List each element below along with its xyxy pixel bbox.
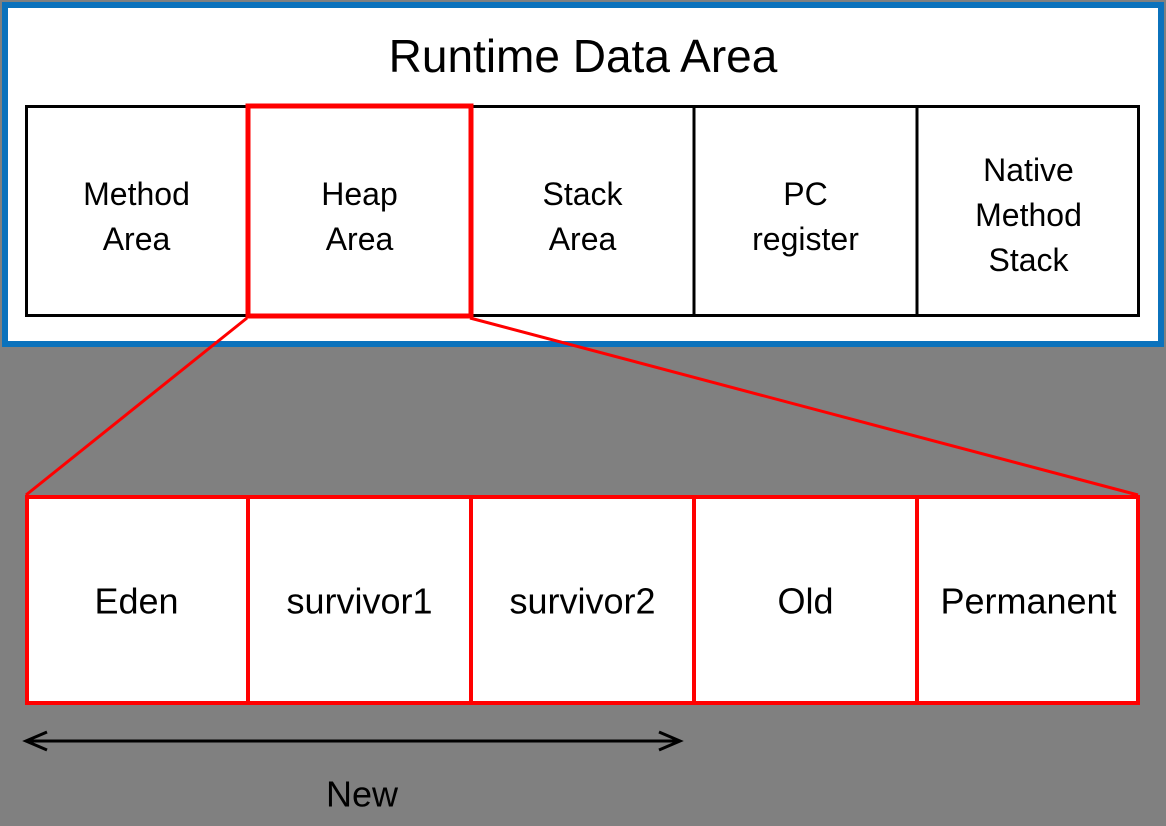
runtime-box-heap-area: Heap Area bbox=[321, 176, 398, 257]
runtime-box-method-area: Method Area bbox=[83, 176, 190, 257]
pc-register-label-line2: register bbox=[752, 221, 859, 257]
runtime-box-stack-area: Stack Area bbox=[542, 176, 623, 257]
new-generation-label: New bbox=[326, 774, 399, 815]
heap-detail-outer-border bbox=[25, 495, 1140, 705]
heap-zoom-connectors bbox=[25, 316, 1139, 497]
stack-area-label-line1: Stack bbox=[542, 176, 623, 212]
old-label: Old bbox=[777, 581, 833, 622]
heap-detail-row: Eden survivor1 survivor2 Old Permanent bbox=[25, 495, 1140, 705]
survivor2-label: survivor2 bbox=[509, 581, 655, 622]
new-generation-span: New bbox=[22, 730, 684, 815]
method-area-label-line1: Method bbox=[83, 176, 190, 212]
connector-line-left bbox=[25, 316, 248, 497]
runtime-boxes-outer-border bbox=[25, 105, 1140, 317]
heap-area-label-line2: Area bbox=[326, 221, 394, 257]
stack-area-label-line2: Area bbox=[549, 221, 617, 257]
arrowhead-right-icon bbox=[658, 730, 684, 752]
permanent-label: Permanent bbox=[940, 581, 1116, 622]
heap-area-label-line1: Heap bbox=[321, 176, 398, 212]
runtime-data-area-title: Runtime Data Area bbox=[389, 30, 778, 82]
runtime-boxes-row: Method Area Heap Area Stack Area PC regi… bbox=[25, 103, 1140, 319]
native-method-stack-label-line2: Method bbox=[975, 197, 1082, 233]
arrowhead-left-icon bbox=[22, 730, 48, 752]
native-method-stack-label-line1: Native bbox=[983, 152, 1074, 188]
survivor1-label: survivor1 bbox=[286, 581, 432, 622]
pc-register-label-line1: PC bbox=[783, 176, 827, 212]
eden-label: Eden bbox=[94, 581, 178, 622]
method-area-label-line2: Area bbox=[103, 221, 171, 257]
runtime-box-native-method-stack: Native Method Stack bbox=[975, 152, 1082, 278]
runtime-box-pc-register: PC register bbox=[752, 176, 859, 257]
connector-line-right bbox=[469, 316, 1139, 497]
native-method-stack-label-line3: Stack bbox=[988, 242, 1069, 278]
heap-area-highlight-border bbox=[245, 103, 474, 319]
